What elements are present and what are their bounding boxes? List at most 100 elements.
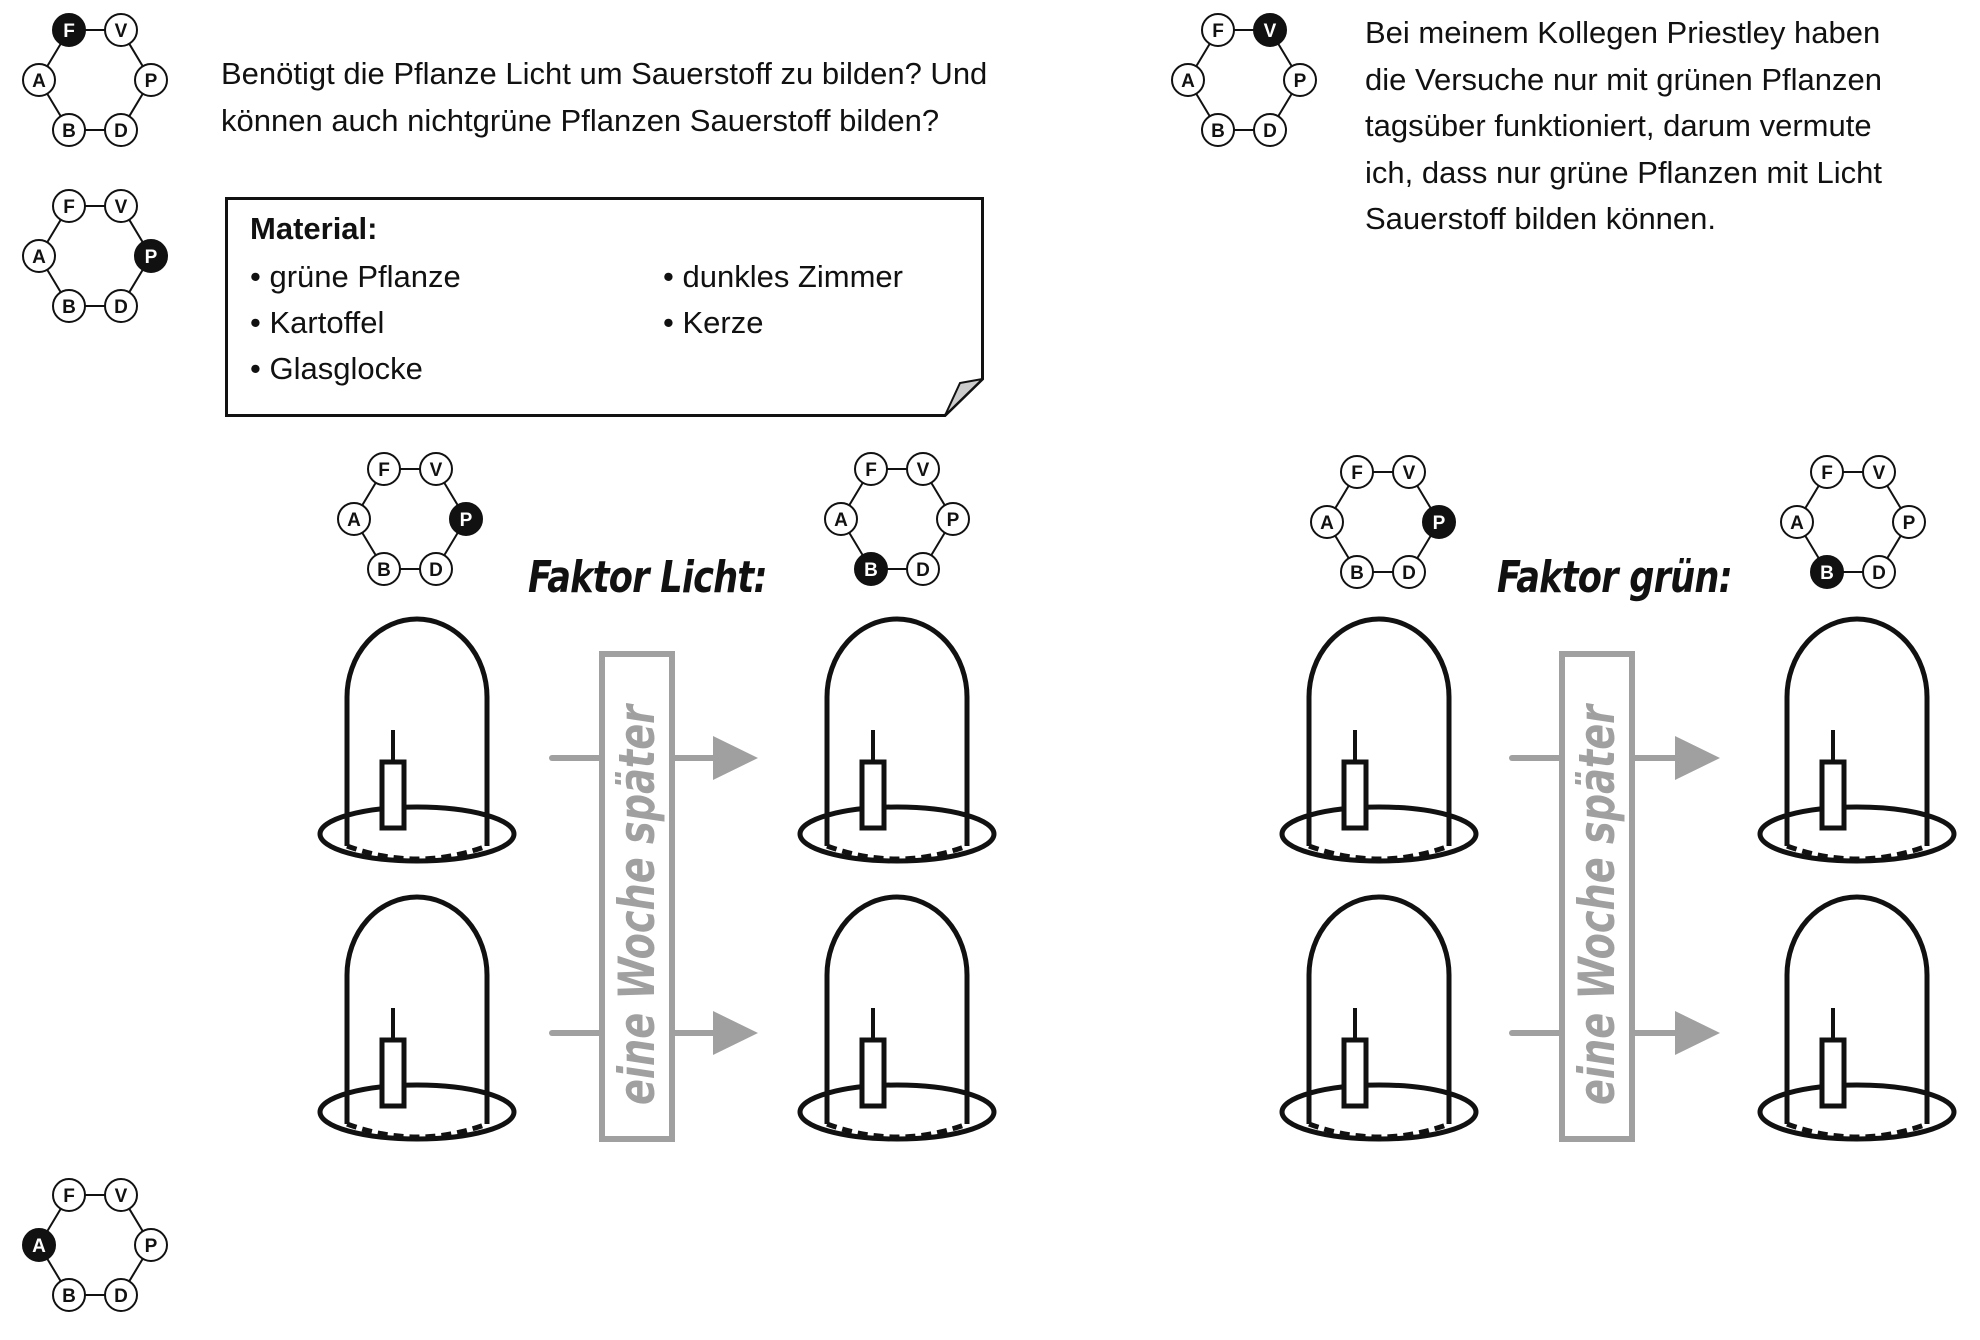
- bell-jar-rim: [1786, 1121, 1928, 1140]
- candle: [1819, 759, 1847, 831]
- cycle-node-A: [22, 1228, 56, 1262]
- bell-jar-with-candle: [1279, 894, 1479, 1142]
- cycle-node-D: [906, 552, 940, 586]
- cycle-node-B: [1340, 555, 1374, 589]
- cycle-node-V: [104, 13, 138, 47]
- interval-box: [1559, 651, 1635, 1142]
- cycle-node-P: [1422, 505, 1456, 539]
- candle: [859, 1037, 887, 1109]
- cycle-node-A: [824, 502, 858, 536]
- time-transition: eine Woche später: [549, 651, 758, 1142]
- bell-jar-dome: [1784, 616, 1930, 846]
- bell-jar-rim: [826, 843, 968, 862]
- cycle-node-P: [1892, 505, 1926, 539]
- bell-jar-dome: [344, 894, 490, 1124]
- cycle-node-label: B: [62, 121, 76, 142]
- cycle-node-D: [419, 552, 453, 586]
- cycle-node-label: V: [917, 460, 930, 481]
- candle: [379, 759, 407, 831]
- bell-jar-with-candle: [1279, 616, 1479, 864]
- cycle-node-label: V: [115, 197, 128, 218]
- cycle-node-A: [22, 63, 56, 97]
- cycle-node-D: [1862, 555, 1896, 589]
- cycle-node-F: [52, 189, 86, 223]
- bell-jar-dome: [1784, 894, 1930, 1124]
- cycle-node-label: V: [430, 460, 443, 481]
- cycle-node-label: B: [62, 297, 76, 318]
- interval-label: eine Woche später: [1568, 702, 1626, 1105]
- cycle-node-label: V: [1264, 21, 1277, 42]
- cycle-node-label: F: [378, 460, 390, 481]
- cycle-node-P: [1283, 63, 1317, 97]
- cycle-node-D: [104, 1278, 138, 1312]
- cycle-node-label: B: [62, 1286, 76, 1307]
- arrow-right-icon: [1675, 1011, 1720, 1055]
- cycle-node-label: F: [63, 197, 75, 218]
- material-item: grüne Pflanze: [250, 259, 460, 295]
- cycle-node-B: [52, 289, 86, 323]
- arrow-right-icon: [713, 1011, 758, 1055]
- cycle-node-label: D: [429, 560, 443, 581]
- question-line: Benötigt die Pflanze Licht um Sauerstoff…: [221, 56, 988, 91]
- cycle-node-D: [1253, 113, 1287, 147]
- cycle-node-B: [52, 1278, 86, 1312]
- hypothesis-line: Bei meinem Kollegen Priestley haben: [1365, 15, 1881, 50]
- question-line: können auch nichtgrüne Pflanzen Sauersto…: [221, 103, 940, 138]
- cycle-node-D: [104, 113, 138, 147]
- cycle-node-F: [52, 13, 86, 47]
- cycle-node-label: F: [1212, 21, 1224, 42]
- cycle-node-B: [52, 113, 86, 147]
- cycle-node-label: F: [865, 460, 877, 481]
- cycle-node-V: [1862, 455, 1896, 489]
- cycle-node-A: [337, 502, 371, 536]
- cycle-node-F: [1340, 455, 1374, 489]
- cycle-node-label: B: [1211, 121, 1225, 142]
- cycle-node-label: A: [32, 1236, 46, 1257]
- bell-jar-dome: [344, 616, 490, 846]
- hypothesis-line: tagsüber funktioniert, darum vermute: [1365, 108, 1872, 143]
- candle: [1819, 1037, 1847, 1109]
- research-question: Benötigt die Pflanze Licht um Sauerstoff…: [221, 50, 987, 144]
- bell-jar-rim: [1308, 1121, 1450, 1140]
- cycle-node-label: V: [115, 21, 128, 42]
- bell-jar-rim: [1786, 843, 1928, 862]
- bell-jar-with-candle: [1757, 894, 1957, 1142]
- cycle-node-B: [367, 552, 401, 586]
- cycle-node-label: B: [1820, 563, 1834, 584]
- cycle-node-V: [104, 1178, 138, 1212]
- cycle-node-D: [104, 289, 138, 323]
- bell-jar-dome: [824, 894, 970, 1124]
- cycle-node-label: A: [1790, 513, 1804, 534]
- cycle-node-A: [1780, 505, 1814, 539]
- cycle-node-label: P: [145, 1236, 158, 1257]
- cycle-node-label: V: [115, 1186, 128, 1207]
- cycle-node-V: [419, 452, 453, 486]
- cycle-node-A: [22, 239, 56, 273]
- candle: [1341, 759, 1369, 831]
- candle: [859, 759, 887, 831]
- cycle-node-label: P: [145, 247, 158, 268]
- interval-label: eine Woche später: [608, 702, 666, 1105]
- cycle-node-label: D: [114, 121, 128, 142]
- material-item: Glasglocke: [250, 351, 422, 387]
- cycle-node-label: P: [947, 510, 960, 531]
- cycle-node-F: [1810, 455, 1844, 489]
- cycle-node-V: [104, 189, 138, 223]
- cycle-node-label: B: [1350, 563, 1364, 584]
- cycle-node-label: P: [1903, 513, 1916, 534]
- cycle-node-P: [134, 63, 168, 97]
- cycle-node-V: [1253, 13, 1287, 47]
- bell-jar-rim: [346, 1121, 488, 1140]
- cycle-node-P: [449, 502, 483, 536]
- cycle-node-label: V: [1403, 463, 1416, 484]
- cycle-node-B: [854, 552, 888, 586]
- experiment-title-licht: Faktor Licht:: [528, 552, 768, 603]
- candle: [379, 1037, 407, 1109]
- cycle-node-label: D: [916, 560, 930, 581]
- cycle-node-label: P: [1433, 513, 1446, 534]
